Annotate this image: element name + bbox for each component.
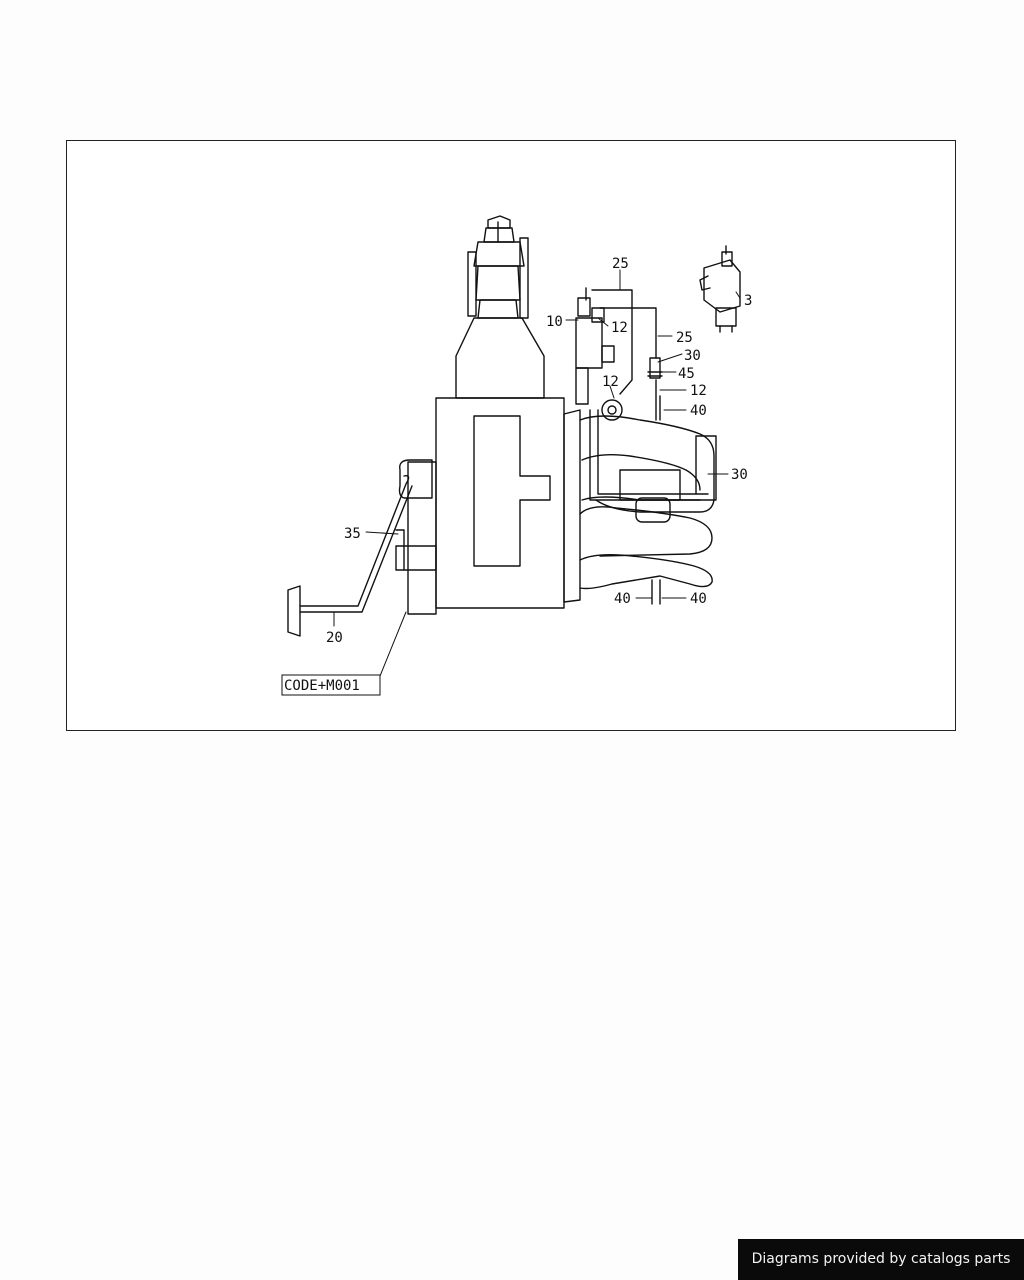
callout-20: 20: [326, 630, 343, 646]
callout-30-right: 30: [731, 467, 748, 483]
diagram-credit-badge: Diagrams provided by catalogs parts: [738, 1239, 1024, 1280]
diagram-frame: [66, 140, 956, 731]
callout-10: 10: [546, 314, 563, 330]
callout-12-top: 12: [611, 320, 628, 336]
pedal-linkage: [287, 474, 413, 637]
callout-12-mid: 12: [602, 374, 619, 390]
callout-45: 45: [678, 366, 695, 382]
callout-40-right: 40: [690, 591, 707, 607]
solenoid-valves: [575, 297, 663, 421]
callout-40-top: 40: [690, 403, 707, 419]
code-label-box: CODE+M001: [281, 674, 381, 696]
callout-25-top: 25: [612, 256, 629, 272]
engine-block: [395, 397, 565, 615]
part-3-sensor: [699, 245, 741, 333]
callout-30-top: 30: [684, 348, 701, 364]
intake-manifold: [563, 409, 715, 603]
callout-40-left: 40: [614, 591, 631, 607]
air-filter-assembly: [455, 215, 545, 399]
callout-25-right: 25: [676, 330, 693, 346]
vacuum-hoses: [585, 287, 717, 605]
callout-12-right: 12: [690, 383, 707, 399]
callout-3: 3: [744, 293, 752, 309]
callout-35: 35: [344, 526, 361, 542]
leader-lines: [333, 269, 741, 677]
code-label: CODE+M001: [284, 678, 360, 694]
callout-labels: 25 10 12 25 30 45 12 12 40 30 3 35 20 40…: [326, 256, 752, 646]
